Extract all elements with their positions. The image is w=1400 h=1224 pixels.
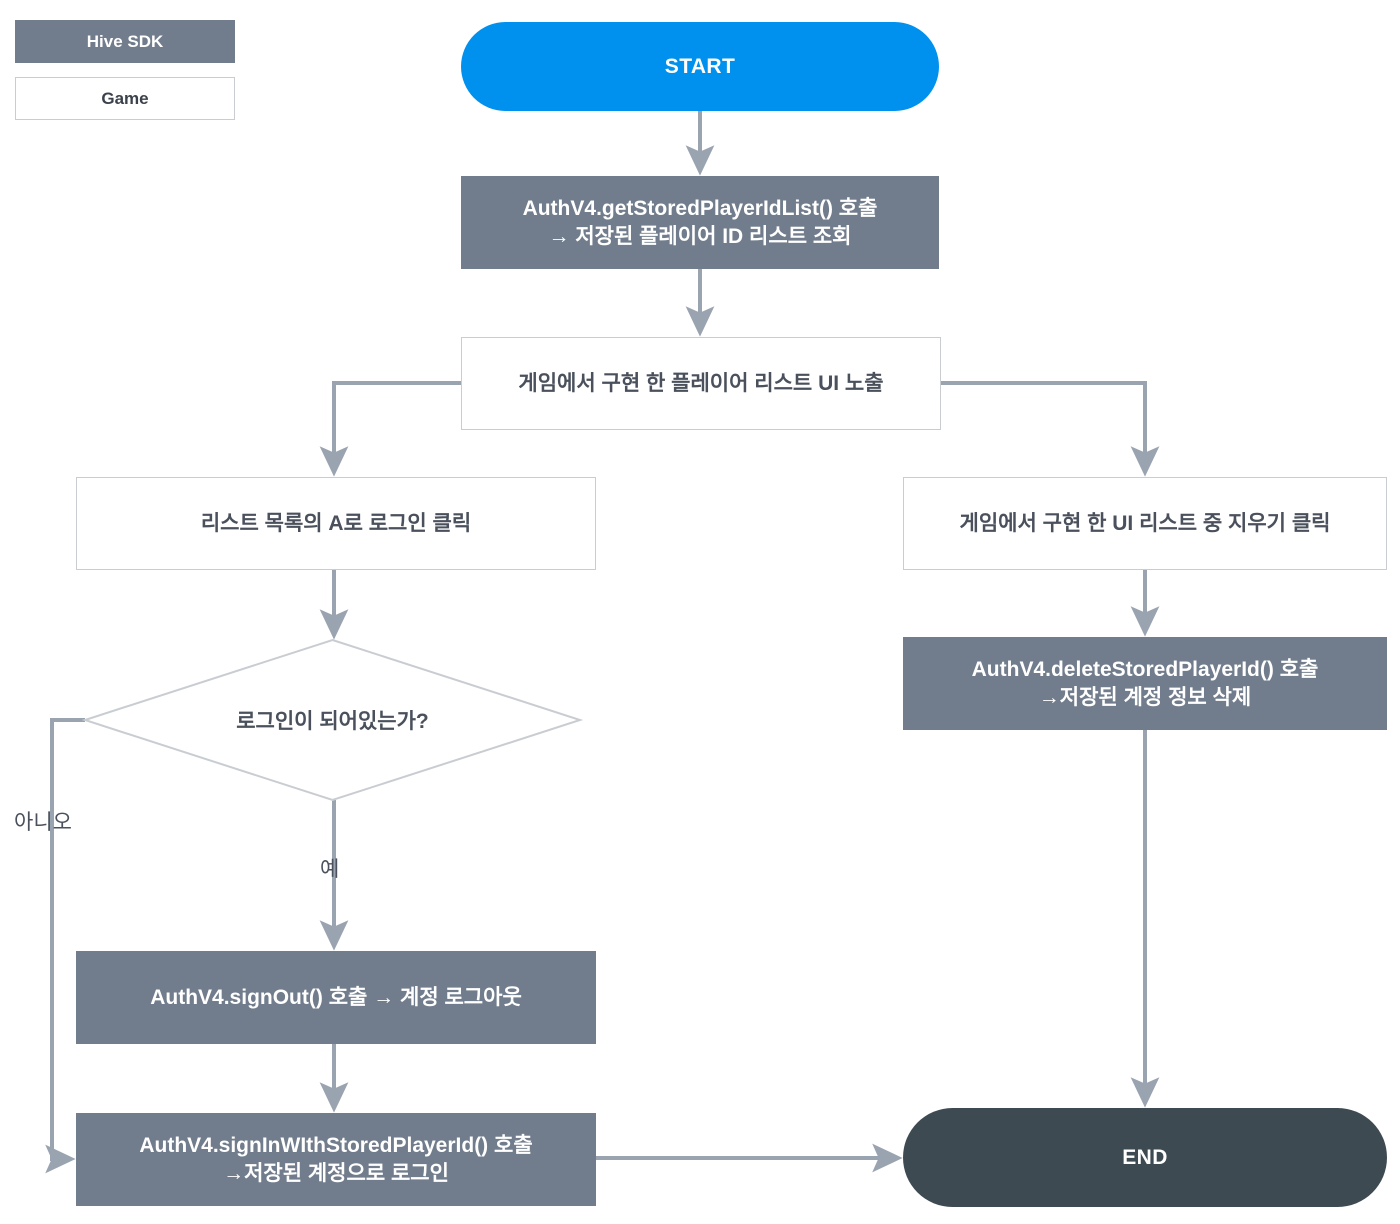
node-get-stored-player-id-list[interactable]: AuthV4.getStoredPlayerIdList() 호출 → 저장된 … [461,176,939,269]
node-get-stored-player-id-list-label: AuthV4.getStoredPlayerIdList() 호출 → 저장된 … [522,196,878,248]
node-end-label: END [1122,1145,1168,1169]
legend-item-hive-sdk: Hive SDK [15,20,235,63]
node-sign-in-with-stored-player-id[interactable]: AuthV4.signInWIthStoredPlayerId() 호출 →저장… [76,1113,596,1206]
legend-label-hive-sdk: Hive SDK [86,31,164,51]
node-click-login-with-a-label: 리스트 목록의 A로 로그인 클릭 [200,511,472,535]
node-start-label: START [664,54,736,78]
node-sign-out-label: AuthV4.signOut() 호출 → 계정 로그아웃 [150,985,522,1009]
edge-label-no: 아니오 [14,811,72,834]
edge-listui-to-clicklogin [319,381,461,477]
node-click-delete[interactable]: 게임에서 구현 한 UI 리스트 중 지우기 클릭 [903,477,1387,570]
node-delete-stored-player-id[interactable]: AuthV4.deleteStoredPlayerId() 호출 →저장된 계정… [903,637,1387,730]
edge-listui-to-clickdelete [941,381,1160,477]
node-is-logged-in-label: 로그인이 되어있는가? [236,710,429,733]
legend-label-game: Game [101,88,149,108]
node-delete-stored-player-id-label: AuthV4.deleteStoredPlayerId() 호출 →저장된 계정… [971,657,1319,709]
node-is-logged-in[interactable]: 로그인이 되어있는가? [85,640,580,800]
node-show-player-list-ui-label: 게임에서 구현 한 플레이어 리스트 UI 노출 [518,371,884,395]
legend-item-game: Game [15,77,235,120]
node-end[interactable]: END [903,1108,1387,1207]
node-start[interactable]: START [461,22,939,111]
node-sign-out[interactable]: AuthV4.signOut() 호출 → 계정 로그아웃 [76,951,596,1044]
node-click-delete-label: 게임에서 구현 한 UI 리스트 중 지우기 클릭 [959,511,1331,535]
node-sign-in-with-stored-player-id-label: AuthV4.signInWIthStoredPlayerId() 호출 →저장… [139,1133,533,1185]
edge-label-yes: 예 [320,858,340,881]
node-show-player-list-ui[interactable]: 게임에서 구현 한 플레이어 리스트 UI 노출 [461,337,941,430]
node-click-login-with-a[interactable]: 리스트 목록의 A로 로그인 클릭 [76,477,596,570]
edge-decision-no-to-signin [45,718,85,1174]
